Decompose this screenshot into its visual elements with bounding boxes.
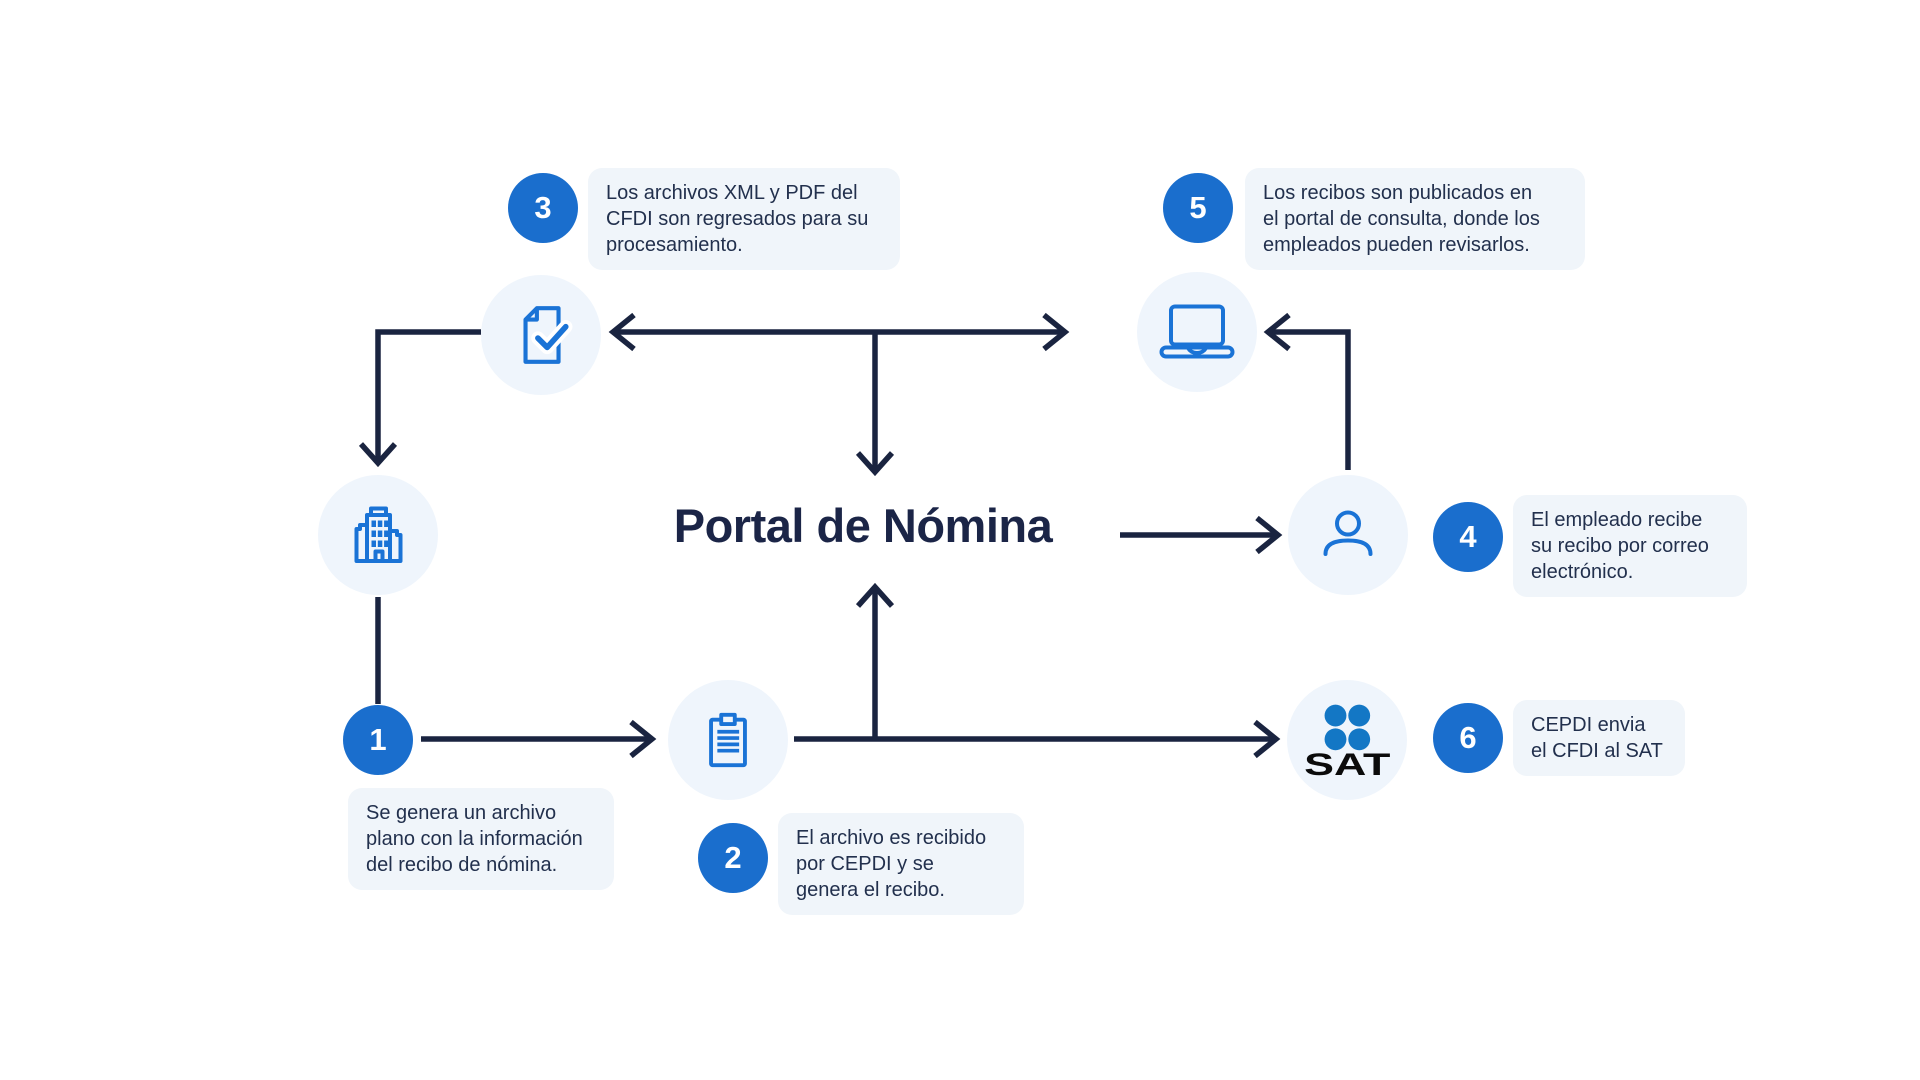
step-6-badge: 6 [1433,703,1503,773]
page-title: Portal de Nómina [673,499,1053,552]
step-4-note: El empleado recibe su recibo por correo … [1513,495,1747,597]
person-icon [1323,510,1373,556]
step-6-note: CEPDI envia el CFDI al SAT [1513,700,1685,776]
building-icon [354,506,403,563]
step-2-badge: 2 [698,823,768,893]
step-3-badge: 3 [508,173,578,243]
node-sat: SAT [1287,680,1407,800]
step-2-note: El archivo es recibido por CEPDI y se ge… [778,813,1024,915]
step-4-badge: 4 [1433,502,1503,572]
step-5-note: Los recibos son publicados en el portal … [1245,168,1585,270]
step-5-badge: 5 [1163,173,1233,243]
node-document-check [481,275,601,395]
clipboard-icon [709,712,747,768]
node-person [1288,475,1408,595]
document-check-icon [523,306,573,364]
node-building [318,475,438,595]
step-3-note: Los archivos XML y PDF del CFDI son regr… [588,168,900,270]
node-laptop [1137,272,1257,392]
step-1-badge: 1 [343,705,413,775]
laptop-icon [1159,304,1235,359]
step-1-note: Se genera un archivo plano con la inform… [348,788,614,890]
node-clipboard [668,680,788,800]
sat-logo: SAT [1304,704,1390,782]
sat-logo-text: SAT [1304,746,1390,782]
